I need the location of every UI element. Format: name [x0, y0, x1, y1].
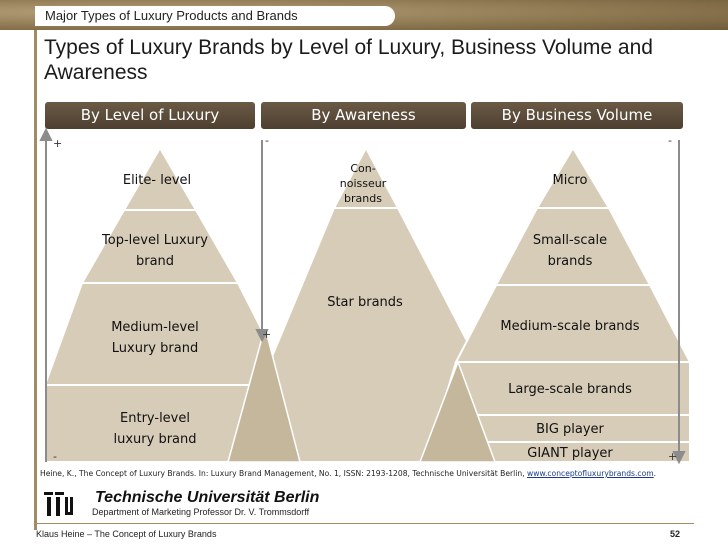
label-medium-level: Medium-level Luxury brand	[111, 320, 199, 356]
left-rule	[34, 30, 37, 530]
source-end: .	[653, 469, 657, 478]
source-citation: Heine, K., The Concept of Luxury Brands.…	[40, 469, 656, 478]
label-top-level: Top-level Luxury brand	[102, 233, 208, 269]
source-link[interactable]: www.conceptofluxurybrands.com	[527, 469, 654, 478]
luxury-minus-sign: -	[53, 450, 57, 463]
label-elite-level: Elite- level	[122, 173, 192, 188]
label-connoisseur: Con- noisseur brands	[339, 162, 387, 205]
volume-plus-sign: +	[668, 450, 678, 463]
slide-title: Types of Luxury Brands by Level of Luxur…	[44, 36, 653, 84]
awareness-minus-sign: -	[265, 134, 269, 147]
header-business-volume: By Business Volume	[471, 102, 683, 129]
volume-minus-sign: -	[668, 134, 672, 147]
axis-middle-arrowhead	[255, 329, 269, 343]
label-micro: Micro	[552, 173, 588, 188]
awareness-plus-sign: +	[262, 328, 272, 341]
label-medium-scale: Medium-scale brands	[500, 319, 640, 334]
tu-berlin-logo-icon	[44, 492, 73, 516]
header-level-of-luxury: By Level of Luxury	[45, 102, 255, 129]
institution-name: Technische Universität Berlin	[95, 489, 320, 506]
label-entry-level: Entry-level luxury brand	[113, 411, 197, 447]
footer-rule	[34, 523, 694, 524]
label-large-scale: Large-scale brands	[508, 382, 632, 397]
axis-right-arrowhead	[672, 451, 686, 465]
section-label: Major Types of Luxury Products and Brand…	[35, 6, 395, 26]
department-name: Department of Marketing Professor Dr. V.…	[92, 507, 310, 517]
label-small-scale: Small-scale brands	[532, 233, 608, 269]
top-banner: Major Types of Luxury Products and Brand…	[0, 0, 728, 30]
label-giant-player: GIANT player	[527, 446, 613, 461]
overlap-right	[418, 359, 497, 463]
luxury-plus-sign: +	[53, 137, 63, 150]
label-star-brands: Star brands	[327, 295, 403, 310]
overlap-left	[227, 324, 301, 463]
label-big-player: BIG player	[536, 422, 604, 437]
header-awareness: By Awareness	[261, 102, 466, 129]
source-text: Heine, K., The Concept of Luxury Brands.…	[40, 469, 528, 478]
footer-author: Klaus Heine – The Concept of Luxury Bran…	[36, 529, 217, 539]
axis-left-arrowhead	[39, 127, 53, 141]
page-number: 52	[670, 529, 681, 539]
